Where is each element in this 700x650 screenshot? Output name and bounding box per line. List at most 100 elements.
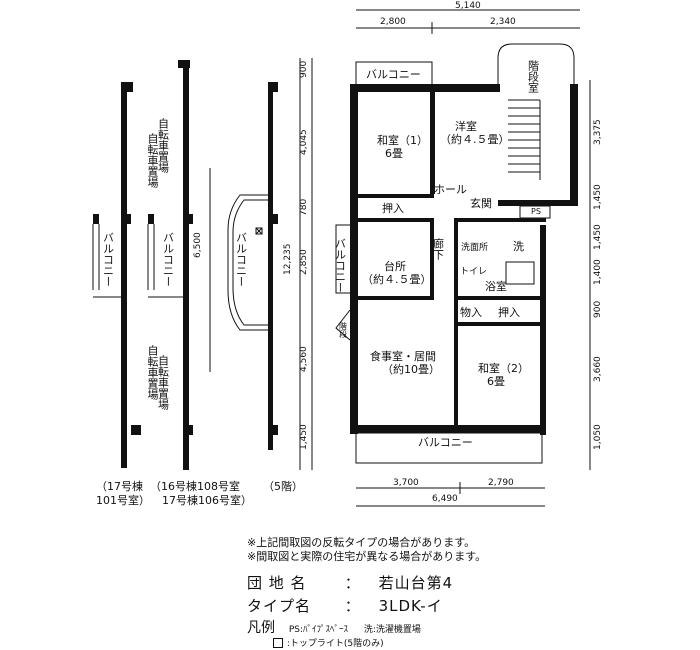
- bathtub: [505, 261, 535, 285]
- room-monooki: 物入: [460, 305, 482, 319]
- wall-entry: [498, 200, 578, 206]
- room-youshitsu: 洋室: [455, 119, 477, 133]
- room-daidokoro-size: （約４.５畳）: [362, 272, 432, 286]
- wall-west: [350, 84, 358, 434]
- toplight-cross: [255, 227, 263, 235]
- wall-interior: [454, 322, 542, 326]
- dim-3375: 3,375: [593, 119, 603, 145]
- balcony-label: バルコニー: [162, 232, 175, 287]
- wall-interior: [454, 322, 458, 427]
- dim-6490: 6,490: [432, 494, 458, 504]
- wall-stair: [570, 84, 578, 204]
- room-balcony-side: バルコニー: [334, 238, 347, 293]
- wall: [183, 214, 193, 224]
- wall: [148, 214, 154, 224]
- wall: [268, 82, 273, 450]
- wall-interior: [454, 218, 546, 222]
- room-toilet: トイレ: [460, 267, 487, 277]
- top-dimensions: 5,140 2,800 2,340: [356, 1, 580, 34]
- side-door: [335, 309, 351, 341]
- note-1: ※上記間取図の反転タイプの場合があります。: [247, 536, 476, 549]
- wall-interior: [356, 218, 434, 222]
- stair-outline: [497, 43, 575, 92]
- legend-toplight: :トップライト(5階のみ): [286, 639, 384, 649]
- left-dimensions: 6,500 12,235 900 4,045 780 2,850 4,560 1…: [193, 58, 313, 470]
- wall-north: [350, 84, 500, 92]
- room-shokuji-size: （約10畳）: [382, 362, 440, 376]
- dim-900: 900: [299, 61, 309, 78]
- balcony-label: バルコニー: [235, 232, 248, 287]
- wall: [183, 425, 193, 435]
- side-plan-5f: バルコニー: [227, 82, 278, 450]
- room-senmenjo: 洗面所: [461, 241, 488, 253]
- room-washitsu2-size: 6畳: [487, 375, 505, 388]
- notes-block: ※上記間取図の反転タイプの場合があります。 ※間取図と実際の住宅が異なる場合があ…: [247, 536, 687, 564]
- type-colon: ：: [344, 597, 361, 615]
- dim-2340: 2,340: [490, 17, 516, 27]
- danchi-row: 団 地 名 ： 若山台第4: [247, 572, 453, 593]
- dim-6500: 6,500: [193, 232, 203, 258]
- room-genkan: 玄関: [470, 196, 492, 210]
- dim-4045: 4,045: [299, 129, 309, 155]
- label-text: 自転車置場: [104, 345, 159, 401]
- wall-interior: [430, 222, 434, 300]
- legend-sen: 洗:洗濯機置場: [363, 625, 421, 635]
- room-youshitsu-size: （約４.５畳）: [440, 132, 510, 146]
- wall-interior: [356, 296, 434, 300]
- dim-1450b: 1,450: [593, 224, 603, 250]
- room-balcony-bottom: バルコニー: [418, 436, 473, 449]
- bike-parking-label-2: 自転車置場: [157, 355, 170, 411]
- room-ps: PS: [531, 207, 541, 216]
- caption-5f: （5階）: [263, 479, 303, 493]
- dim-12235: 12,235: [283, 244, 293, 276]
- bike-parking-label-2: 自転車置場: [104, 345, 159, 401]
- dim-2800: 2,800: [380, 17, 406, 27]
- main-plan: [335, 43, 578, 464]
- type-label: タイプ名: [247, 597, 312, 615]
- type-value: 3LDK-イ: [378, 597, 443, 615]
- room-washitsu1-size: 6畳: [385, 147, 403, 160]
- side-captions: （17号棟 101号室） （16号棟108号室 17号棟106号室） （5階）: [96, 479, 303, 507]
- side-plan-17-101: 自転車置場 自転車置場 バルコニー: [92, 82, 159, 468]
- room-oshiire1: 押入: [382, 201, 404, 215]
- wall: [93, 214, 99, 224]
- bottom-dimensions: 3,700 2,790 6,490: [356, 478, 545, 507]
- wall: [121, 214, 131, 224]
- ps-box: [519, 205, 551, 219]
- room-oshiire2: 押入: [498, 305, 520, 319]
- balcony-label: バルコニー: [102, 232, 115, 287]
- room-daidokoro: 台所: [384, 259, 406, 273]
- wall: [178, 60, 190, 68]
- note-2: ※間取図と実際の住宅が異なる場合があります。: [247, 550, 487, 563]
- room-labels: バルコニー 和室（1） 6畳 洋室 （約４.５畳） 階段室 ホール 玄関 押入 …: [334, 59, 541, 449]
- dim-1450: 1,450: [299, 424, 309, 450]
- wall-interior: [430, 84, 435, 194]
- bike-parking-label: 自転車置場: [104, 133, 159, 189]
- wall: [268, 425, 278, 435]
- caption-17-101: （17号棟 101号室）: [96, 479, 150, 507]
- wall-interior: [454, 296, 542, 300]
- dim-3700: 3,700: [393, 478, 419, 488]
- room-yokushitsu: 浴室: [485, 279, 507, 293]
- dim-1050: 1,050: [593, 424, 603, 450]
- toplight-icon: [255, 227, 263, 235]
- curved-balcony-inner: [232, 199, 268, 326]
- danchi-label: 団 地 名: [247, 574, 307, 592]
- room-hall: ホール: [434, 183, 467, 196]
- room-washitsu1: 和室（1）: [377, 133, 428, 147]
- dim-1400: 1,400: [593, 259, 603, 285]
- label-text: 自転車置場: [104, 133, 159, 189]
- room-stairs: 階段室: [527, 59, 540, 93]
- wall-east: [540, 225, 546, 435]
- right-dimensions: 3,375 1,450 1,450 1,400 900 3,660 1,050: [589, 80, 603, 470]
- wall: [121, 82, 127, 468]
- dim-2850: 2,850: [299, 249, 309, 275]
- balcony-bottom-area: [355, 432, 543, 464]
- wall: [268, 214, 278, 224]
- balcony-side-area: [335, 224, 357, 294]
- side-plan-16-17: 自転車置場 自転車置場 バルコニー: [147, 60, 193, 470]
- legend-row: 凡例 PS:ﾊﾟｲﾌﾟｽﾍﾟｰｽ 洗:洗濯機置場: [247, 617, 421, 637]
- dim-2790: 2,790: [488, 478, 514, 488]
- wall: [121, 82, 133, 92]
